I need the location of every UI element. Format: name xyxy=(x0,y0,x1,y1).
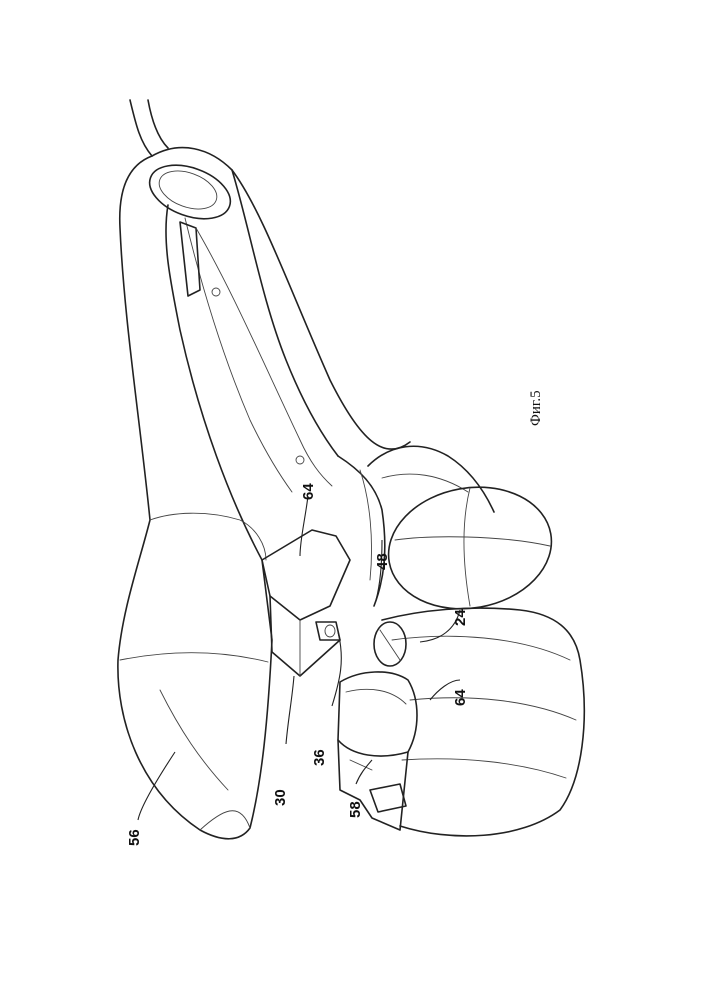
callout-56: 56 xyxy=(126,829,143,846)
figure-caption: Фиг.5 xyxy=(528,390,544,426)
callout-48: 48 xyxy=(374,553,391,570)
upper-arm xyxy=(338,446,494,606)
end-cap xyxy=(142,155,237,229)
callout-64-upper: 64 xyxy=(300,483,317,500)
callout-36: 36 xyxy=(311,749,328,766)
callout-24: 24 xyxy=(452,609,469,626)
callout-58: 58 xyxy=(347,801,364,818)
power-cord xyxy=(130,100,168,156)
callout-64-lower: 64 xyxy=(452,689,469,706)
leader-lines xyxy=(138,496,460,820)
callout-30: 30 xyxy=(272,789,289,806)
